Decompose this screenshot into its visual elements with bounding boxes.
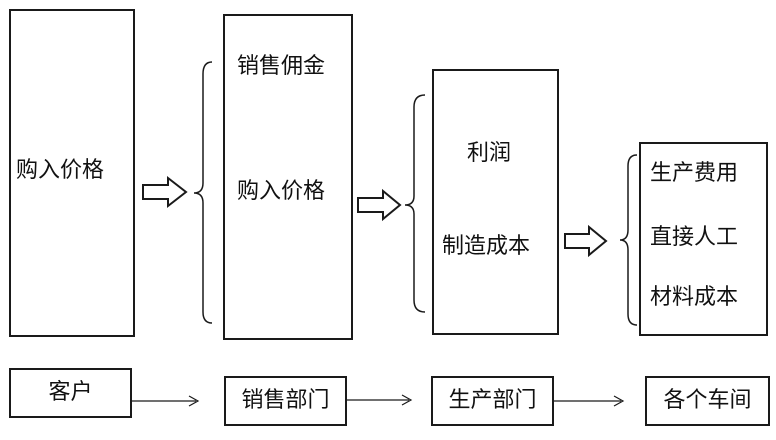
block-arrow-3 — [564, 224, 608, 258]
flow-box-customer: 客户 — [9, 368, 132, 418]
block-arrow-2 — [357, 188, 402, 222]
stage-2-item-sales-commission: 销售佣金 — [237, 54, 326, 79]
stage-2-box — [223, 14, 353, 340]
stage-4-box — [639, 142, 768, 336]
flow-arrow-1 — [131, 395, 200, 407]
flow-box-production-dept: 生产部门 — [431, 376, 554, 426]
flow-label-production-dept: 生产部门 — [448, 388, 537, 413]
brace-2 — [404, 94, 426, 313]
flow-label-workshops: 各个车间 — [663, 388, 752, 413]
stage-4-item-material-cost: 材料成本 — [650, 285, 739, 310]
stage-3-item-profit: 利润 — [467, 141, 512, 166]
stage-3-box — [432, 69, 559, 335]
flow-box-workshops: 各个车间 — [645, 376, 770, 426]
flow-arrow-3 — [553, 395, 625, 407]
stage-3-item-manufacturing-cost: 制造成本 — [442, 234, 531, 259]
flow-label-sales-dept: 销售部门 — [241, 388, 330, 413]
block-arrow-1 — [142, 175, 188, 209]
stage-2-item-purchase-price: 购入价格 — [237, 179, 326, 204]
stage-4-item-direct-labor: 直接人工 — [650, 225, 739, 250]
brace-1 — [193, 61, 213, 324]
brace-3 — [619, 154, 638, 326]
flow-arrow-2 — [346, 394, 413, 406]
stage-1-item-purchase-price: 购入价格 — [16, 158, 105, 183]
flow-box-sales-dept: 销售部门 — [224, 376, 347, 426]
flow-label-customer: 客户 — [48, 380, 93, 405]
stage-4-item-production-expense: 生产费用 — [650, 161, 739, 186]
stage-1-box — [9, 9, 135, 337]
